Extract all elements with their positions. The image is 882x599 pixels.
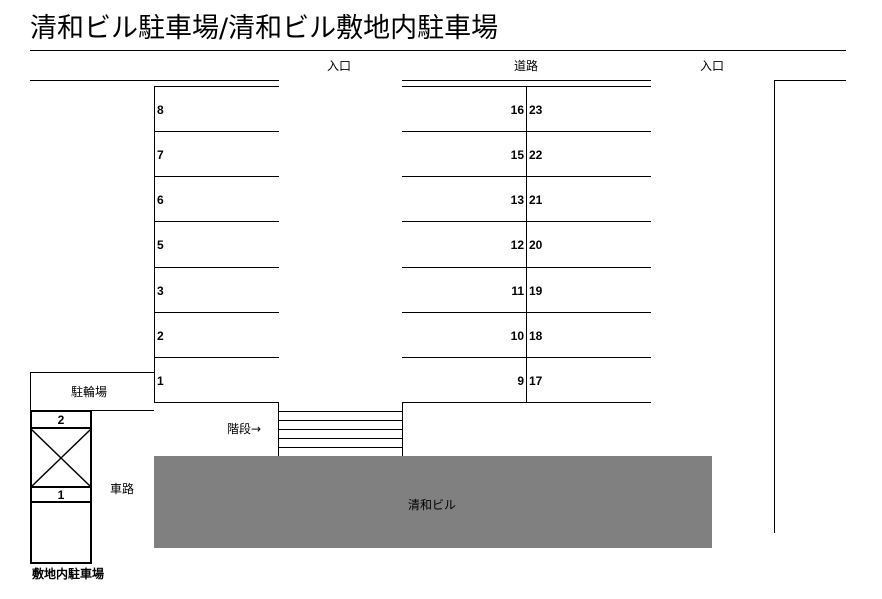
parking-space-13[interactable]: 13 [510, 193, 524, 207]
parking-space-6[interactable]: 6 [157, 193, 164, 207]
onsite-space-1[interactable]: 1 [57, 488, 65, 502]
parking-space-15[interactable]: 15 [510, 148, 524, 162]
building-label: 清和ビル [408, 498, 457, 512]
parking-space-19[interactable]: 19 [529, 284, 543, 298]
stairs-label: 階段→ [227, 422, 262, 436]
parking-space-11[interactable]: 11 [511, 284, 524, 298]
bicycle-parking-label: 駐輪場 [71, 385, 108, 399]
page-title: 清和ビル駐車場/清和ビル敷地内駐車場 [30, 13, 499, 44]
parking-space-3[interactable]: 3 [157, 284, 164, 298]
road-edge-center [402, 80, 651, 81]
parking-space-8[interactable]: 8 [157, 103, 164, 117]
parking-space-18[interactable]: 18 [529, 329, 543, 343]
road-edge-left [30, 80, 279, 81]
unavailable-x-icon [30, 428, 92, 488]
parking-space-22[interactable]: 22 [529, 148, 543, 162]
road-label: 道路 [514, 59, 539, 73]
parking-space-16[interactable]: 16 [510, 103, 524, 117]
driveway-label: 車路 [110, 482, 135, 496]
parking-space-2[interactable]: 2 [157, 329, 164, 343]
parking-space-5[interactable]: 5 [157, 238, 164, 252]
parking-space-7[interactable]: 7 [157, 148, 164, 162]
entrance-left-label: 入口 [327, 59, 352, 73]
parking-space-10[interactable]: 10 [510, 329, 524, 343]
parking-space-9[interactable]: 9 [517, 374, 524, 388]
entrance-right-label: 入口 [700, 59, 725, 73]
onsite-space-2[interactable]: 2 [57, 413, 65, 427]
parking-space-17[interactable]: 17 [529, 374, 543, 388]
parking-space-23[interactable]: 23 [529, 103, 543, 117]
right-boundary-line [774, 80, 775, 533]
seiwa-building: 清和ビル [154, 456, 712, 548]
parking-space-1[interactable]: 1 [157, 374, 164, 388]
onsite-parking-label: 敷地内駐車場 [32, 567, 105, 581]
parking-space-21[interactable]: 21 [529, 193, 543, 207]
road-edge-right [774, 80, 846, 81]
parking-space-12[interactable]: 12 [510, 238, 524, 252]
parking-space-20[interactable]: 20 [529, 238, 543, 252]
title-underline [30, 50, 846, 51]
